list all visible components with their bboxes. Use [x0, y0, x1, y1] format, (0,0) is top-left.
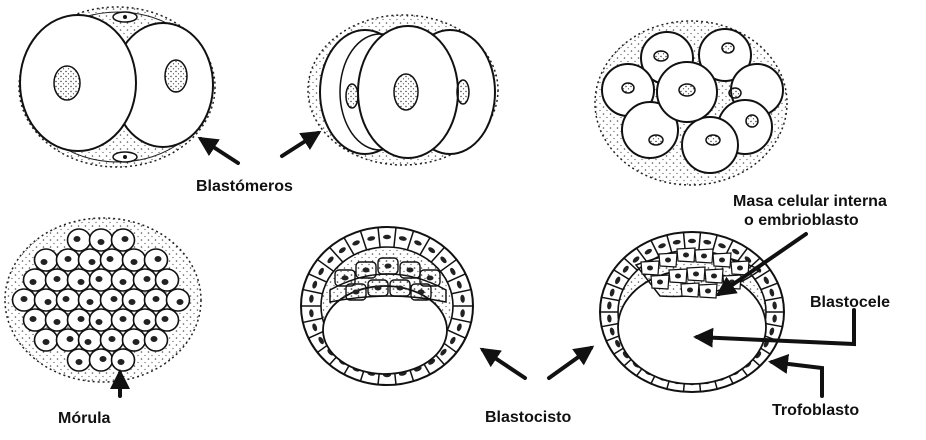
cell-nucleus — [144, 319, 151, 325]
cell-nucleus — [151, 336, 158, 342]
cell-nucleus — [78, 279, 85, 285]
nucleus — [457, 80, 469, 104]
two-cell-stage — [19, 7, 215, 167]
label-blastocele: Blastocele — [810, 294, 890, 312]
label-embrioblasto: o embrioblasto — [744, 212, 859, 230]
cell-nucleus — [96, 319, 103, 325]
label-blastocisto: Blastocisto — [485, 409, 571, 427]
cell-nucleus — [153, 296, 160, 302]
label-blastomeros: Blastómeros — [196, 178, 293, 196]
cell-nucleus — [76, 359, 83, 365]
cell-nucleus — [120, 316, 127, 322]
cell-nucleus — [45, 299, 52, 305]
cell-nucleus — [41, 259, 48, 265]
cell-nucleus — [688, 239, 696, 243]
cell-nucleus — [65, 256, 72, 262]
nucleus — [165, 60, 187, 92]
eight-cell-stage — [595, 21, 787, 185]
cell-nucleus — [107, 256, 114, 262]
cell-nucleus — [109, 336, 116, 342]
cell-nucleus — [85, 339, 92, 345]
cell-nucleus — [63, 296, 70, 302]
cell-nucleus — [67, 336, 74, 342]
cell-nucleus — [96, 276, 103, 282]
cell-nucleus — [162, 316, 169, 322]
cell-nucleus — [98, 239, 105, 245]
nucleus — [54, 66, 80, 100]
label-morula: Mórula — [58, 410, 110, 428]
cell-nucleus — [129, 299, 136, 305]
nucleus — [346, 84, 358, 108]
arrow-trofoblasto — [772, 362, 822, 396]
morula — [5, 218, 201, 382]
cell-nucleus — [162, 279, 169, 285]
cell-nucleus — [43, 339, 50, 345]
nucleus — [394, 74, 418, 110]
cell-nucleus — [133, 339, 140, 345]
cell-nucleus — [30, 316, 37, 322]
cell-nucleus — [120, 279, 127, 285]
late-blastocyst — [600, 232, 784, 392]
cell-nucleus — [21, 296, 28, 302]
label-trofoblasto: Trofoblasto — [772, 402, 859, 420]
cell-nucleus — [144, 276, 151, 282]
arrow-blastocisto-right — [549, 348, 591, 378]
cell-nucleus — [131, 259, 138, 265]
cell-nucleus — [87, 299, 94, 305]
cell-nucleus — [118, 359, 125, 365]
arrow-blastocisto-left — [483, 350, 525, 378]
cell-nucleus — [78, 316, 85, 322]
cell-nucleus — [30, 279, 37, 285]
four-cell-stage — [308, 15, 498, 165]
early-blastocyst — [301, 227, 473, 385]
morula-cells — [13, 229, 190, 371]
cell-nucleus — [74, 236, 81, 242]
arrow-blastomeros-right — [282, 133, 318, 156]
cell-nucleus — [177, 299, 184, 305]
label-masa-celular-interna: Masa celular interna — [733, 193, 887, 211]
cell-nucleus — [155, 256, 162, 262]
cell-nucleus — [54, 319, 61, 325]
cell-nucleus — [383, 235, 391, 239]
cell-nucleus — [89, 259, 96, 265]
arrow-blastomeros-left — [201, 139, 238, 163]
cell-nucleus — [100, 356, 107, 362]
cell-nucleus — [111, 296, 118, 302]
cell-nucleus — [54, 276, 61, 282]
cell-nucleus — [122, 236, 129, 242]
